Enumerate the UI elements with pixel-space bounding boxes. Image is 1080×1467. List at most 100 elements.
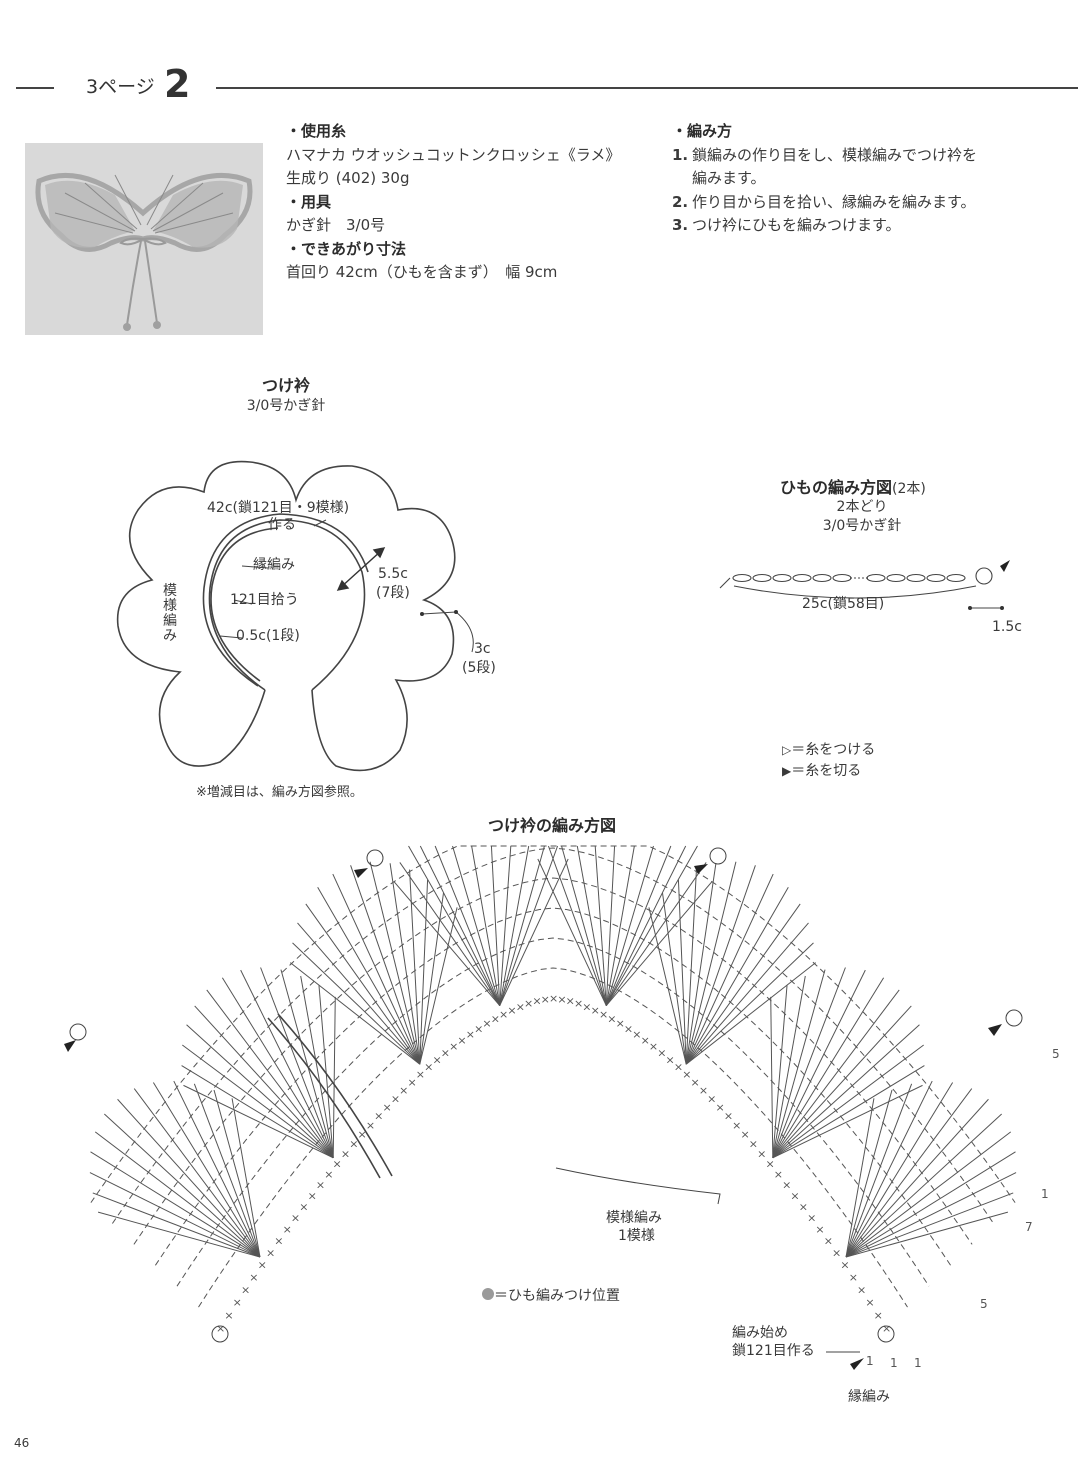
chart-stitch-x: × <box>865 1296 874 1309</box>
chart-stitch-line <box>181 1065 334 1159</box>
chart-stitch-line <box>845 1088 973 1258</box>
chart-stitch-x: × <box>358 1128 367 1141</box>
page-number: 46 <box>14 1436 30 1450</box>
chart-stitch-line <box>260 967 334 1158</box>
row-label: 1 <box>914 1356 922 1370</box>
chart-stitch-x: × <box>774 1168 783 1181</box>
chart-stitch-x: × <box>557 993 566 1006</box>
chart-stitch-line <box>845 1172 1017 1258</box>
chart-stitch-x: × <box>308 1189 317 1202</box>
cut-yarn-icon: ▶ <box>782 764 792 778</box>
chart-stitch-line <box>471 845 501 1006</box>
chart-stitch-line <box>685 903 801 1065</box>
chart-stitch-x: × <box>616 1017 625 1030</box>
chart-stitch-x: × <box>882 1322 891 1335</box>
step-number: 1. <box>672 145 689 164</box>
chart-stitch-x: × <box>441 1047 450 1060</box>
chart-stitch-x: × <box>815 1223 824 1236</box>
chart-stitch-line <box>92 1192 261 1258</box>
instruction-step: 1. 鎖編みの作り目をし、模様編みでつけ衿を 編みます。 <box>672 144 977 191</box>
chart-row-arc <box>90 845 1016 1203</box>
instructions-heading: ・編み方 <box>672 122 733 140</box>
chart-stitch-x: × <box>516 1000 525 1013</box>
materials-block: ・使用糸 ハマナカ ウオッシュコットンクロッシェ《ラメ》 生成り (402) 3… <box>286 120 620 285</box>
chart-stitch-x: × <box>466 1028 475 1041</box>
chart-stitch-line <box>499 858 569 1006</box>
chart-stitch-x: × <box>233 1296 242 1309</box>
chart-stitch-line <box>499 845 512 1006</box>
chart-stitch-line <box>305 903 421 1065</box>
instructions-block: ・編み方 1. 鎖編みの作り目をし、模様編みでつけ衿を 編みます。 2. 作り目… <box>672 120 977 238</box>
chart-stitch-x: × <box>582 1000 591 1013</box>
chart-stitch-x: × <box>499 1008 508 1021</box>
chart-stitch-x: × <box>740 1128 749 1141</box>
chart-stitch-line <box>332 996 336 1158</box>
chart-row-arc <box>133 877 973 1245</box>
chart-stitch-line <box>89 1172 261 1258</box>
chart-stitch-line <box>221 977 334 1159</box>
chart-stitch-line <box>576 845 607 1006</box>
chart-stitch-line <box>685 942 814 1065</box>
chart-stitch-line <box>117 1098 261 1258</box>
chart-stitch-line <box>292 942 421 1065</box>
chart-stitch-line <box>499 845 545 1006</box>
chart-stitch-line <box>547 845 607 1006</box>
chart-row-arc <box>154 907 952 1266</box>
chart-stitch-line <box>845 1113 1003 1258</box>
edging-depth-label: 0.5c(1段) <box>236 628 300 644</box>
chart-stitch-line <box>685 922 809 1065</box>
cut-yarn-label: ＝糸を切る <box>791 763 862 779</box>
chart-stitch-x: × <box>291 1211 300 1224</box>
chart-stitch-x: × <box>749 1138 758 1151</box>
start-label: 編み始め <box>732 1325 788 1341</box>
chart-stitch-x: × <box>857 1283 866 1296</box>
chart-stitch-line <box>318 985 334 1158</box>
pattern-vertical-label: 模様編み <box>163 583 177 644</box>
chart-stitch-line <box>194 1005 334 1159</box>
chart-stitch-x: × <box>457 1034 466 1047</box>
chart-stitch-line <box>419 907 458 1065</box>
chart-stitch-line <box>317 886 421 1065</box>
chart-stitch-x: × <box>341 1148 350 1161</box>
chart-stitch-x: × <box>541 993 550 1006</box>
cord-position-label: ＝ひも編みつけ位置 <box>494 1288 620 1304</box>
chart-stitch-x: × <box>249 1271 258 1284</box>
chart-stitch-line <box>845 1098 989 1258</box>
row-label: 1 <box>1041 1187 1049 1201</box>
chart-stitch-x: × <box>874 1309 883 1322</box>
chart-stitch-line <box>605 845 616 1006</box>
chart-stitch-line <box>845 1098 875 1258</box>
header-rule-right <box>216 87 1078 89</box>
row-label: 7 <box>1025 1220 1033 1234</box>
chart-stitch-line <box>772 977 885 1159</box>
chart-stitch-x: × <box>832 1246 841 1259</box>
collar-photo <box>25 143 263 335</box>
chart-stitch-line <box>772 1005 912 1159</box>
chart-stitch-line <box>845 1151 1016 1258</box>
chart-stitch-line <box>389 863 421 1065</box>
chart-stitch-line <box>90 1151 261 1258</box>
chart-stitch-line <box>772 969 866 1158</box>
chart-stitch-x: × <box>491 1012 500 1025</box>
row-label: 5 <box>1052 1047 1060 1061</box>
chart-stitch-line <box>605 845 635 1006</box>
chart-stitch-line <box>173 1080 261 1258</box>
chart-stitch-x: × <box>591 1004 600 1017</box>
chart-stitch-x: × <box>824 1235 833 1248</box>
collar-diagram-hook: 3/0号かぎ針 <box>246 398 326 414</box>
chart-stitch-line <box>300 975 334 1158</box>
chart-stitch-line <box>231 1098 261 1258</box>
chart-stitch-x: × <box>366 1119 375 1132</box>
chart-stitch-line <box>393 881 501 1006</box>
pick-up-label: 121目拾う <box>230 592 299 608</box>
chart-stitch-line <box>772 1024 920 1159</box>
chart-stitch-line <box>409 869 421 1065</box>
chart-stitch-line <box>561 845 607 1006</box>
chart-stitch-line <box>845 1082 954 1258</box>
chart-stitch-x: × <box>849 1271 858 1284</box>
instruction-step: 3. つけ衿にひもを編みつけます。 <box>672 214 977 238</box>
chart-stitch-line <box>186 1024 334 1159</box>
chart-stitch-line <box>605 845 698 1006</box>
chart-stitch-x: × <box>674 1061 683 1074</box>
chart-stitch-x: × <box>432 1054 441 1067</box>
